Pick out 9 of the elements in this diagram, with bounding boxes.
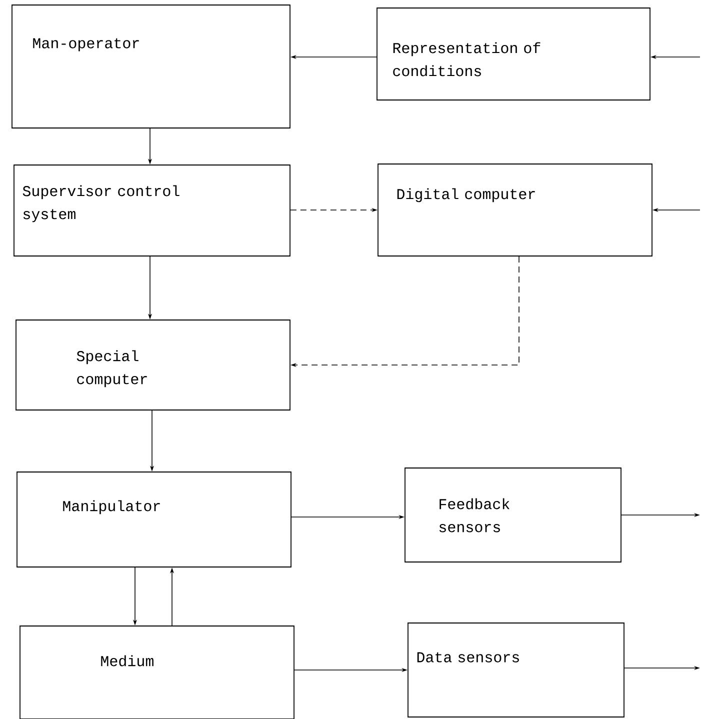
process-box: Feedback sensors — [404, 468, 622, 562]
process-box: Man-operator — [12, 4, 290, 128]
process-box: Data sensors — [408, 622, 624, 718]
process-box: Medium — [20, 626, 294, 719]
process-box: Manipulator — [16, 472, 292, 568]
process-box: Digital computer — [378, 164, 652, 256]
process-box: Supervisor control system — [14, 164, 290, 256]
process-box: Representation of conditions — [376, 8, 650, 100]
process-box: Special computer — [16, 320, 290, 410]
